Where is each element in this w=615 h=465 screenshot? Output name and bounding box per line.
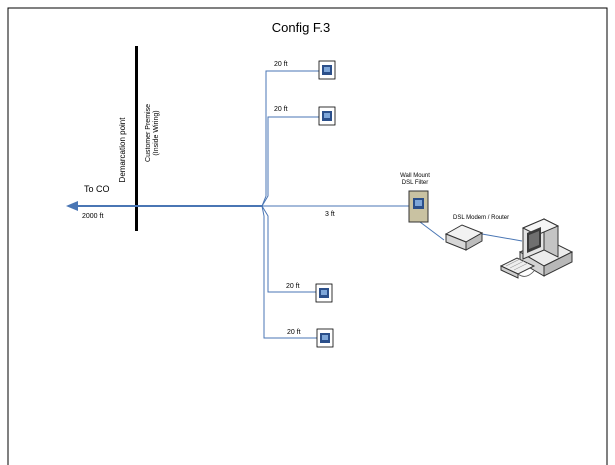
dsl-filter-icon — [408, 190, 429, 223]
filter-label-line1: Wall Mount — [400, 173, 430, 179]
demarcation-bar — [135, 46, 138, 231]
wire-modem-pc — [481, 233, 523, 242]
jack-3-distance: 20 ft — [286, 283, 300, 290]
page-border — [7, 7, 608, 465]
jack-4-distance: 20 ft — [287, 329, 301, 336]
to-co-arrow — [66, 201, 78, 211]
filter-distance: 3 ft — [325, 211, 335, 218]
wire-jack-3 — [261, 205, 316, 293]
wire-filter-modem — [419, 221, 445, 241]
phone-jack-icon — [318, 60, 336, 80]
jack-2-distance: 20 ft — [274, 106, 288, 113]
modem-label: DSL Modem / Router — [453, 215, 509, 221]
modem-router-icon — [444, 224, 484, 251]
phone-jack-icon — [318, 106, 336, 126]
wire-jack-2 — [261, 116, 319, 207]
diagram-title: Config F.3 — [272, 20, 331, 35]
phone-jack-icon — [316, 328, 334, 348]
wire-jack-1 — [261, 70, 319, 207]
wire-jack-4 — [261, 205, 317, 339]
inside-wiring — [261, 70, 523, 339]
phone-jack-icon — [315, 283, 333, 303]
co-distance-label: 2000 ft — [82, 213, 103, 220]
premise-label-line1: Customer Premise — [145, 104, 152, 162]
demarcation-label: Demarcation point — [118, 117, 127, 183]
premise-label-line2: (Inside Wiring) — [153, 110, 160, 155]
computer-icon — [499, 218, 574, 279]
filter-label-line2: DSL Filter — [402, 180, 428, 186]
to-co-label: To CO — [84, 184, 110, 194]
jack-1-distance: 20 ft — [274, 61, 288, 68]
